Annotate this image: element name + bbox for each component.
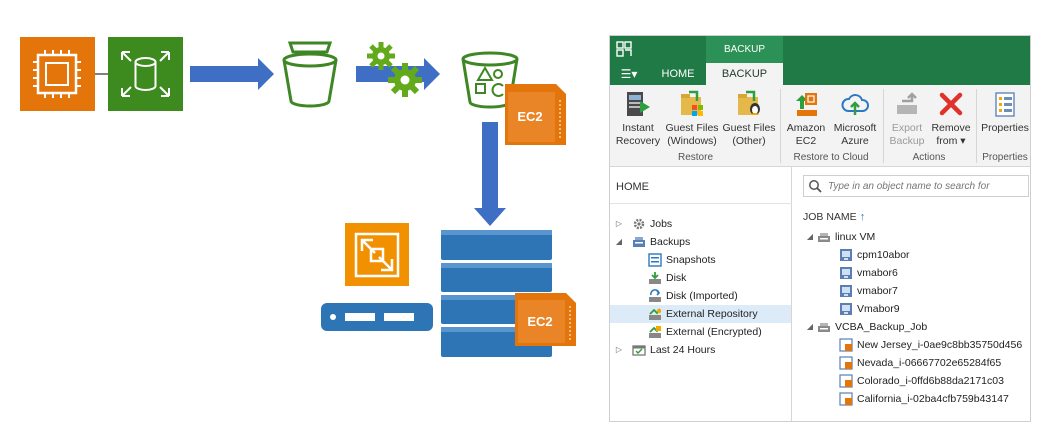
expand-icon[interactable]: ▷ — [615, 345, 623, 354]
hamburger-icon: ☰▾ — [620, 67, 638, 81]
list-item[interactable]: New Jersey_i-0ae9c8bb35750d456 — [839, 336, 1029, 354]
list-item[interactable]: California_i-02ba4cfb759b43147 — [839, 390, 1029, 408]
architecture-diagram: EC2 — [20, 37, 576, 357]
tree-item-disk-imported[interactable]: Disk (Imported) — [610, 287, 791, 305]
search-icon — [809, 180, 822, 193]
remove-x-icon — [939, 92, 963, 116]
vm-icon — [840, 303, 852, 315]
collapse-icon[interactable]: ◢ — [806, 322, 814, 331]
navigation-pane: HOME ▷ Jobs ◢ Backups Snapshots — [610, 167, 792, 421]
ec2-badge-icon: EC2 — [505, 84, 566, 145]
tree-item-backups[interactable]: ◢ Backups — [610, 233, 791, 251]
vm-icon — [840, 249, 852, 261]
list-item[interactable]: vmabor6 — [839, 264, 1029, 282]
ec2-badge-icon: EC2 — [515, 293, 576, 346]
external-encrypted-icon — [649, 326, 661, 338]
tree-item-disk[interactable]: Disk — [610, 269, 791, 287]
tree-item-external-encrypted[interactable]: External (Encrypted) — [610, 323, 791, 341]
vm-icon — [840, 285, 852, 297]
ebs-volume-icon — [108, 37, 183, 111]
job-row-linux-vm[interactable]: ◢ linux VM — [805, 228, 1029, 246]
tab-backup[interactable]: BACKUP — [706, 63, 783, 85]
group-label-restore-to-cloud: Restore to Cloud — [793, 152, 869, 163]
pane-title: HOME — [616, 181, 649, 193]
disk-icon — [649, 272, 661, 284]
s3-bucket-icon — [282, 41, 338, 108]
list-item[interactable]: Vmabor9 — [839, 300, 1029, 318]
tree-item-jobs[interactable]: ▷ Jobs — [610, 215, 791, 233]
sort-ascending-icon: ↑ — [859, 211, 866, 223]
last-24-hours-icon — [632, 345, 646, 356]
remove-from-button[interactable]: Remove from ▾ — [929, 89, 973, 149]
properties-button[interactable]: Properties — [978, 89, 1030, 149]
flow-arrow-right — [190, 58, 274, 90]
ec2-instance-icon — [839, 392, 853, 406]
collapse-icon[interactable]: ◢ — [806, 232, 814, 241]
list-item[interactable]: cpm10abor — [839, 246, 1029, 264]
properties-icon — [995, 92, 1015, 117]
job-row-vcba-backup-job[interactable]: ◢ VCBA_Backup_Job — [805, 318, 1029, 336]
ec2-instance-icon — [839, 338, 853, 352]
guest-files-windows-icon — [681, 90, 703, 116]
search-box[interactable] — [803, 175, 1029, 197]
group-label-actions: Actions — [912, 152, 946, 163]
column-header-job-name[interactable]: JOB NAME↑ — [803, 211, 866, 223]
guest-files-other-button[interactable]: Guest Files (Other) — [721, 89, 777, 149]
group-separator — [883, 89, 884, 163]
flow-arrow-down — [474, 122, 506, 226]
backups-icon — [633, 237, 645, 247]
instant-recovery-button[interactable]: Instant Recovery — [614, 89, 662, 149]
veeam-backup-icon — [345, 223, 409, 286]
guest-files-other-icon — [738, 90, 760, 115]
amazon-ec2-button[interactable]: Amazon EC2 — [782, 89, 830, 149]
backup-console-window: BACKUP TOOLS ☰▾ HOME BACKUP Instant Reco… — [609, 35, 1031, 422]
group-separator — [976, 89, 977, 163]
file-menu-button[interactable]: ☰▾ — [616, 63, 642, 85]
tree-item-last-24-hours[interactable]: ▷ Last 24 Hours — [610, 341, 791, 359]
ec2-badge-label-top: EC2 — [517, 109, 542, 124]
gear-icon — [367, 42, 422, 97]
tree-item-external-repository[interactable]: External Repository — [610, 305, 791, 323]
diagram-canvas: EC2 — [20, 37, 576, 357]
list-item[interactable]: Nevada_i-06667702e65284f65 — [839, 354, 1029, 372]
ec2-instance-icon — [20, 37, 95, 111]
tree-item-snapshots[interactable]: Snapshots — [610, 251, 791, 269]
vm-icon — [840, 267, 852, 279]
export-backup-icon — [897, 92, 917, 114]
amazon-ec2-icon — [796, 93, 817, 116]
tab-home[interactable]: HOME — [661, 68, 695, 80]
backup-job-icon — [818, 323, 830, 332]
backup-appliance-icon — [321, 303, 433, 331]
context-tab-backup-tools: BACKUP TOOLS — [706, 36, 783, 82]
search-input[interactable] — [826, 178, 1026, 194]
title-bar: BACKUP TOOLS — [610, 36, 1030, 82]
app-logo-icon — [616, 41, 632, 57]
divider — [610, 203, 792, 204]
list-item[interactable]: Colorado_i-0ffd6b88da2171c03 — [839, 372, 1029, 390]
instant-recovery-icon — [627, 92, 650, 116]
group-label-restore: Restore — [677, 152, 713, 163]
jobs-gear-icon — [633, 218, 645, 230]
ec2-instance-icon — [839, 356, 853, 370]
snapshots-icon — [648, 253, 662, 267]
azure-cloud-icon — [841, 94, 869, 115]
group-separator — [780, 89, 781, 163]
export-backup-button[interactable]: Export Backup — [885, 89, 929, 149]
guest-files-windows-button[interactable]: Guest Files (Windows) — [664, 89, 720, 149]
content-pane: JOB NAME↑ ◢ linux VM cpm10abor vmabor6 — [793, 167, 1030, 421]
backup-job-icon — [818, 233, 830, 242]
ribbon-tab-bar: ☰▾ HOME BACKUP — [610, 63, 1030, 85]
external-repository-icon — [649, 308, 662, 320]
ec2-instance-icon — [839, 374, 853, 388]
list-item[interactable]: vmabor7 — [839, 282, 1029, 300]
expand-icon[interactable]: ▷ — [615, 219, 623, 228]
collapse-icon[interactable]: ◢ — [615, 237, 623, 246]
ribbon: Instant Recovery Guest Files (Windows) — [610, 85, 1030, 167]
ec2-badge-label-bottom: EC2 — [527, 314, 552, 329]
group-label-properties: Properties — [982, 152, 1028, 163]
disk-imported-icon — [649, 289, 661, 302]
microsoft-azure-button[interactable]: Microsoft Azure — [830, 89, 880, 149]
